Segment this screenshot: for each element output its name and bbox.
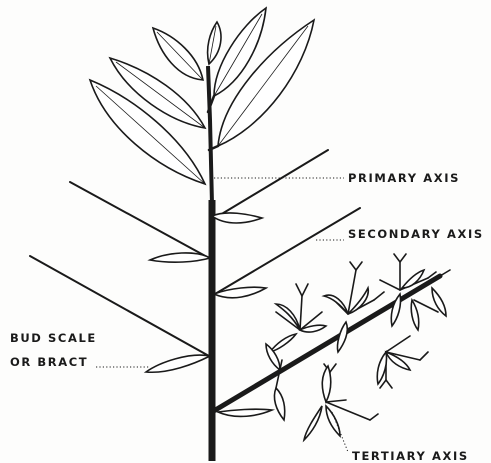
secondary-axis-label: SECONDARY AXIS — [348, 227, 484, 241]
terminal-shoot-leaves — [90, 8, 314, 184]
primary-stem-upper — [208, 66, 212, 204]
tertiary-axis-label: TERTIARY AXIS — [352, 449, 469, 463]
tertiary-axes — [266, 254, 450, 440]
bud-scale-label-line2: OR BRACT — [10, 355, 88, 369]
bud-scale-label-line1: BUD SCALE — [10, 331, 97, 345]
primary-axis-label: PRIMARY AXIS — [348, 171, 460, 185]
